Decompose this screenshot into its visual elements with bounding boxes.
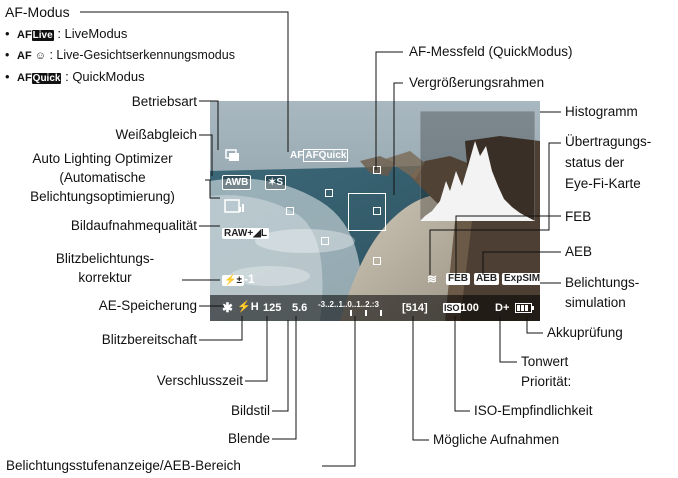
picture-style-indicator: ✶S — [265, 175, 287, 190]
exposure-ticks — [330, 310, 400, 316]
af-point — [321, 237, 329, 245]
label-blitzbereitschaft: Blitzbereitschaft — [101, 332, 197, 347]
label-aeb: AEB — [565, 244, 593, 259]
label-iso: ISO-Empfindlichkeit — [474, 403, 593, 418]
label-vergroesserung: Vergrößerungsrahmen — [409, 75, 545, 90]
eye-fi-icon: ≋ — [427, 272, 438, 286]
histogram — [420, 111, 535, 221]
iso-indicator: ISO100 — [443, 302, 479, 314]
battery-icon — [515, 303, 534, 313]
label-belsim-1: Belichtungs- — [565, 275, 640, 290]
label-blitz-1: Blitzbelichtungs- — [55, 251, 155, 266]
label-aufnahmen: Mögliche Aufnahmen — [433, 432, 560, 447]
drive-mode-icon — [225, 149, 239, 161]
label-tonwert-1: Tonwert — [521, 354, 569, 369]
label-verschlusszeit: Verschlusszeit — [156, 373, 243, 388]
alo-icon — [224, 199, 244, 213]
af-quick-icon: AFQuick — [17, 72, 62, 84]
shutter-speed: 125 — [263, 302, 282, 314]
label-eyefi-2: status der — [565, 155, 625, 170]
af-point — [373, 257, 381, 265]
label-af-messfeld: AF-Messfeld (QuickModus) — [409, 44, 573, 59]
af-mode-quick: •AFQuick : QuickModus — [5, 69, 145, 84]
label-eyefi-1: Übertragungs- — [565, 134, 652, 149]
af-mode-face: •AF ☺ : Live-Gesichtserkennungsmodus — [5, 48, 235, 62]
label-belsim-2: simulation — [565, 295, 626, 310]
magnification-frame — [348, 193, 386, 231]
image-quality-indicator: RAW+◢L — [222, 228, 269, 239]
label-tonwert-2: Priorität: — [521, 374, 572, 389]
af-face-icon: AF ☺ — [17, 50, 46, 62]
af-point — [373, 207, 381, 215]
af-mode-live: •AFLive : LiveModus — [5, 26, 128, 41]
label-blitz-2: korrektur — [78, 270, 132, 285]
label-alo-2: (Automatische — [59, 170, 146, 185]
label-alo-3: Belichtungsoptimierung) — [30, 189, 175, 204]
feb-indicator: FEB — [446, 273, 470, 285]
flash-ready-icon: ⚡H — [237, 301, 259, 313]
label-alo-1: Auto Lighting Optimizer — [32, 151, 173, 166]
label-blende: Blende — [227, 431, 270, 446]
af-point — [286, 207, 294, 215]
expsim-indicator: ExpSIM — [502, 273, 540, 285]
label-bildqualitaet: Bildaufnahmequalität — [70, 218, 197, 233]
label-ae-speicherung: AE-Speicherung — [98, 298, 197, 313]
af-live-icon: AFLive — [17, 29, 54, 41]
label-eyefi-3: Eye-Fi-Karte — [565, 176, 641, 191]
label-belichtungsstufen: Belichtungsstufenanzeige/AEB-Bereich — [6, 458, 241, 473]
exposure-scale: -3..2..1..0..1..2.:3 — [318, 300, 379, 309]
label-feb: FEB — [565, 209, 592, 224]
af-point — [373, 166, 381, 174]
label-akku: Akkuprüfung — [547, 325, 623, 340]
af-point — [325, 189, 333, 197]
white-balance-indicator: AWB — [222, 175, 252, 190]
af-modus-heading: AF-Modus — [5, 4, 70, 20]
ae-lock-icon: ✱ — [222, 300, 233, 315]
label-histogramm: Histogramm — [565, 104, 638, 119]
label-weissabgleich: Weißabgleich — [115, 127, 197, 142]
aeb-indicator: AEB — [474, 273, 500, 285]
d-plus-indicator: D+ — [495, 302, 510, 314]
aperture: 5.6 — [292, 302, 308, 314]
label-bildstil: Bildstil — [230, 403, 270, 418]
label-betriebsart: Betriebsart — [131, 94, 197, 109]
shots-remaining: [514] — [402, 302, 428, 314]
flash-comp-indicator: ⚡±-1 — [222, 272, 255, 286]
